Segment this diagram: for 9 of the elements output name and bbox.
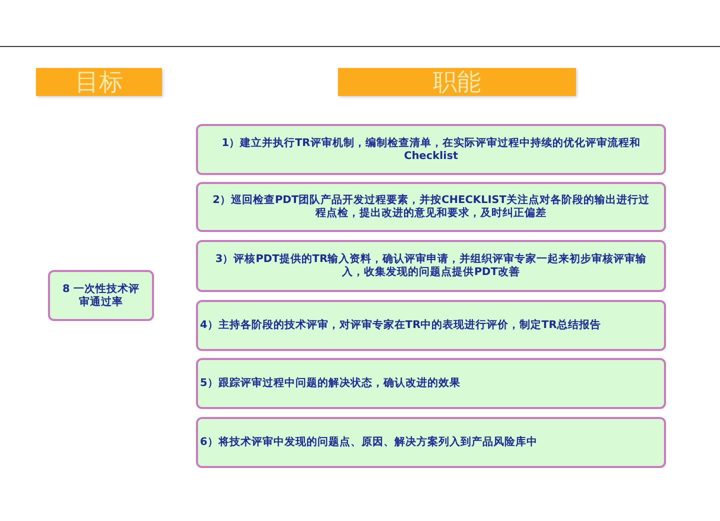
duty-box: 6）将技术评审中发现的问题点、原因、解决方案列入到产品风险库中 (196, 417, 666, 468)
header-bar: 职能 (338, 68, 576, 96)
header-bar: 目标 (36, 68, 162, 96)
duty-box: 4）主持各阶段的技术评审，对评审专家在TR中的表现进行评价，制定TR总结报告 (196, 300, 666, 351)
duty-box: 3）评核PDT提供的TR输入资料，确认评审申请，并组织评审专家一起来初步审核评审输入，收集发现的问题点提供PDT改善 (196, 240, 666, 292)
duty-box: 1）建立并执行TR评审机制，编制检查清单，在实际评审过程中持续的优化评审流程和Checklist (196, 124, 666, 175)
duty-box: 5）跟踪评审过程中问题的解决状态，确认改进的效果 (196, 358, 666, 409)
duty-box: 2）巡回检查PDT团队产品开发过程要素，并按CHECKLIST关注点对各阶段的输出进行过程点检，提出改进的意见和要求，及时纠正偏差 (196, 182, 666, 232)
goal-box: 8 一次性技术评审通过率 (48, 270, 154, 321)
